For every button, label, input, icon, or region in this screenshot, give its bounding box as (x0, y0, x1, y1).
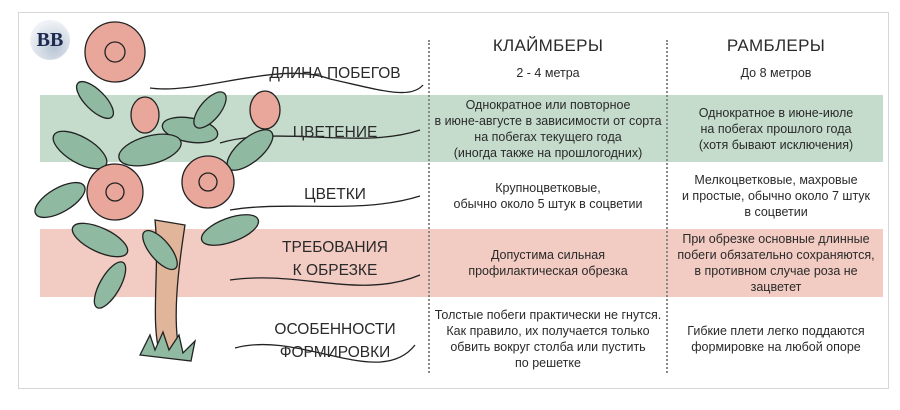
grass (139, 330, 197, 362)
rose-flower (86, 163, 144, 221)
connector-line (149, 72, 424, 94)
logo-text: BB (36, 28, 64, 51)
connector-line (219, 129, 421, 144)
cell-ramblers-training: Гибкие плети легко поддаются формировке … (687, 324, 865, 354)
cell-ramblers-length: До 8 метров (740, 66, 812, 80)
cell-climbers-training: Толстые побеги практически не гнутся. Ка… (434, 308, 662, 370)
cell-climbers-flowering: Однократное или повторное в июне-августе… (434, 97, 662, 160)
row-label-flowers: ЦВЕТКИ (304, 186, 366, 203)
column-header-climbers: КЛАЙМБЕРЫ (492, 36, 604, 55)
logo: BB (30, 20, 70, 60)
rose-flower (84, 21, 146, 83)
row-label-training: ОСОБЕННОСТИ ФОРМИРОВКИ (274, 321, 396, 361)
cell-climbers-pruning: Допустима сильная профилактическая обрез… (468, 248, 628, 278)
rose-bud (249, 90, 281, 130)
cell-ramblers-flowers: Мелкоцветковые, махровые и простые, обыч… (681, 173, 871, 219)
column-divider (428, 40, 430, 373)
cell-climbers-length: 2 - 4 метра (516, 66, 580, 80)
connector-line (229, 195, 421, 211)
cell-ramblers-flowering: Однократное в июне-июле на побегах прошл… (698, 105, 854, 152)
cell-ramblers-pruning: При обрезке основные длинные побеги обяз… (677, 232, 875, 294)
rose-bush-illustration (34, 21, 424, 363)
rose-flower (181, 155, 235, 209)
row-label-pruning: ТРЕБОВАНИЯ К ОБРЕЗКЕ (282, 239, 388, 279)
row-label-flowering: ЦВЕТЕНИЕ (292, 124, 378, 141)
cell-climbers-flowers: Крупноцветковые, обычно около 5 штук в с… (453, 181, 643, 211)
column-header-ramblers: РАМБЛЕРЫ (726, 36, 826, 55)
column-divider (666, 40, 668, 373)
connector-line (229, 274, 421, 286)
row-label-shoot-length: ДЛИНА ПОБЕГОВ (269, 65, 401, 82)
rose-bud (130, 96, 160, 134)
connector-line (234, 343, 416, 363)
